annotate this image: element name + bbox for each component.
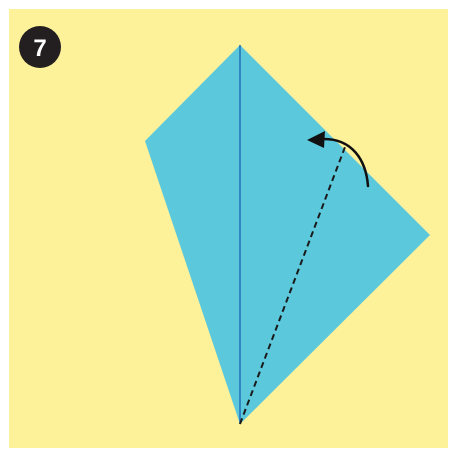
- step-number-badge: 7: [19, 26, 61, 68]
- step-number: 7: [33, 35, 46, 62]
